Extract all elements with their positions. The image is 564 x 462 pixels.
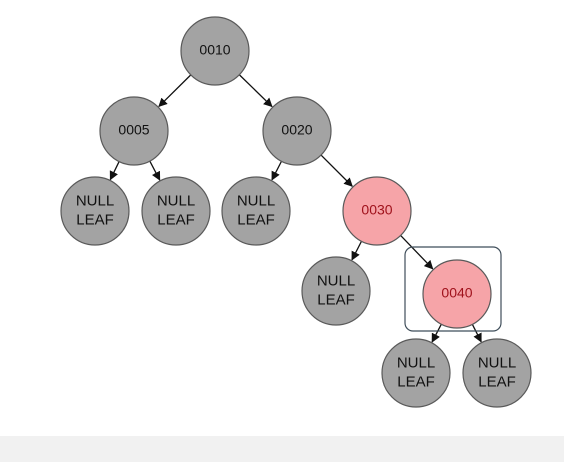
null-leaf-label: NULL <box>317 272 355 289</box>
null-leaf-node-leaf-40-right: NULL LEAF <box>462 338 532 408</box>
edge-n10-to-n20 <box>238 74 273 108</box>
null-leaf-label: NULL <box>237 192 275 209</box>
node-key-label: 0010 <box>199 42 230 58</box>
tree-node-n30: 0030 <box>342 176 412 246</box>
tree-node-n10: 0010 <box>180 16 250 86</box>
edge-n40-to-leaf-40-left <box>431 323 442 343</box>
null-leaf-node-leaf-40-left: NULL LEAF <box>381 338 451 408</box>
black-node-circle <box>180 16 250 86</box>
null-leaf-label: LEAF <box>76 211 114 228</box>
null-leaf-label: NULL <box>76 192 114 209</box>
edge-n20-to-leaf-20-left <box>271 160 283 181</box>
selection-highlight-box <box>404 246 502 332</box>
black-node-circle <box>462 338 532 408</box>
edge-layer <box>109 74 482 343</box>
black-node-circle <box>60 176 130 246</box>
tree-node-n05: 0005 <box>99 96 169 166</box>
red-node-circle <box>422 259 492 329</box>
null-leaf-node-leaf-20-left: NULL LEAF <box>221 176 291 246</box>
null-leaf-node-leaf-30-left: NULL LEAF <box>301 256 371 326</box>
black-node-circle <box>381 338 451 408</box>
black-node-circle <box>141 176 211 246</box>
null-leaf-node-leaf-05-left: NULL LEAF <box>60 176 130 246</box>
edge-n30-to-leaf-30-left <box>351 240 363 261</box>
node-key-label: 0020 <box>281 122 312 138</box>
node-key-label: 0030 <box>361 202 392 218</box>
null-leaf-label: LEAF <box>397 373 435 390</box>
node-key-label: 0040 <box>441 285 472 301</box>
edge-n20-to-n30 <box>320 154 353 187</box>
null-leaf-label: NULL <box>397 354 435 371</box>
null-leaf-node-leaf-05-right: NULL LEAF <box>141 176 211 246</box>
tree-node-n20: 0020 <box>262 96 332 166</box>
edge-n05-to-leaf-05-left <box>109 161 120 181</box>
highlight-layer <box>404 246 502 332</box>
edge-n10-to-n05 <box>158 74 192 108</box>
black-node-circle <box>262 96 332 166</box>
null-leaf-label: LEAF <box>317 291 355 308</box>
edge-n40-to-leaf-40-right <box>471 324 482 343</box>
null-leaf-label: NULL <box>478 354 516 371</box>
black-node-circle <box>221 176 291 246</box>
null-leaf-label: LEAF <box>157 211 195 228</box>
null-leaf-label: LEAF <box>478 373 516 390</box>
black-node-circle <box>99 96 169 166</box>
null-leaf-label: NULL <box>157 192 195 209</box>
node-key-label: 0005 <box>118 122 149 138</box>
edge-n30-to-n40 <box>400 235 434 270</box>
edge-n05-to-leaf-05-right <box>149 160 161 181</box>
red-node-circle <box>342 176 412 246</box>
null-leaf-label: LEAF <box>237 211 275 228</box>
tree-node-n40: 0040 <box>422 259 492 329</box>
bottom-strip <box>0 436 564 462</box>
black-node-circle <box>301 256 371 326</box>
